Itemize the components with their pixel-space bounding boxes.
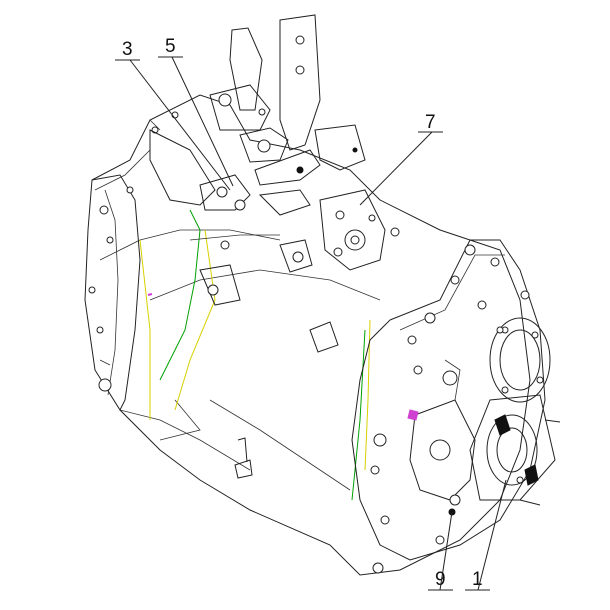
callout-7: 7 [359,112,443,206]
highlight-lines [139,209,371,501]
transmission-housing [84,94,531,576]
callout-5-label: 5 [165,36,176,57]
callout-1: 1 [465,479,507,591]
callout-9: 9 [428,511,453,591]
callout-3-leader [129,59,231,191]
callout-3-label: 3 [122,39,133,60]
callout-3: 3 [115,39,231,191]
valve-block [319,189,400,271]
callout-1-leader [477,479,507,591]
callout-7-leader [359,131,433,206]
callout-1-label: 1 [472,569,483,590]
callout-7-label: 7 [425,112,436,133]
callout-5-leader [171,56,234,187]
callout-9-label: 9 [435,569,446,590]
callout-9-leader [439,511,453,591]
callout-5: 5 [158,36,234,187]
shift-mechanism [147,14,366,306]
end-cover [234,239,561,574]
